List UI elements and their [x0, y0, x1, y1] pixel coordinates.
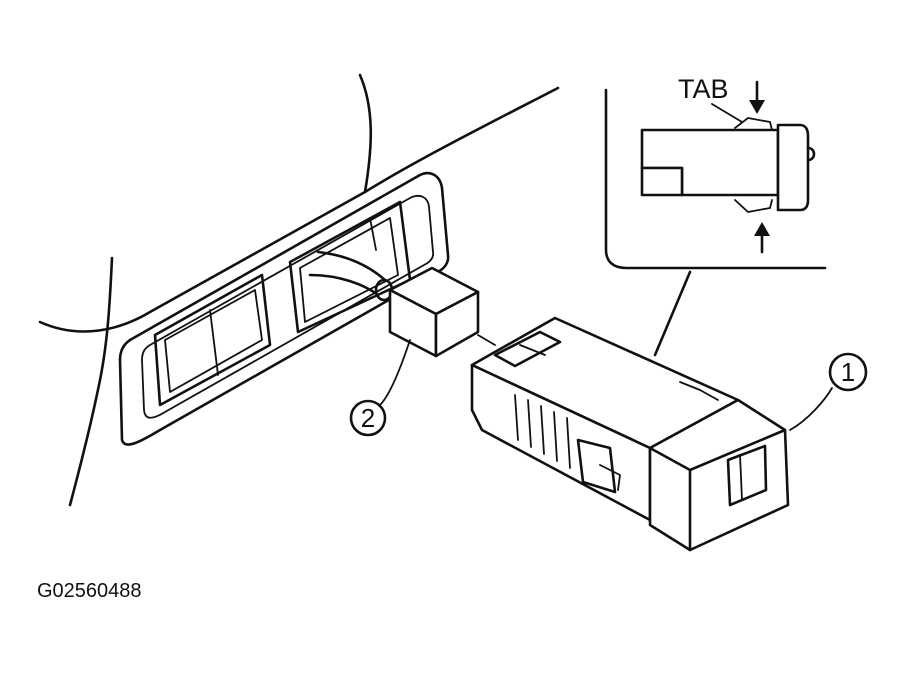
right-switch-inner	[299, 217, 399, 323]
electrical-connector	[388, 266, 496, 358]
switch-rear-socket	[493, 330, 562, 368]
tab-label: TAB	[678, 74, 729, 104]
dash-left-curve	[68, 256, 114, 507]
callout-2: 2	[349, 339, 411, 437]
callout-1-circle	[828, 352, 868, 392]
switch-bezel-top-edge	[688, 428, 787, 472]
harness-wire-upper	[316, 250, 387, 282]
switch-rib-3	[540, 405, 545, 455]
dash-top-edge	[363, 86, 560, 194]
switch-side-clip	[576, 438, 617, 494]
switch-socket-detail	[519, 344, 546, 356]
inset-pointer-line	[653, 270, 692, 357]
inset-bottom-tab	[734, 199, 773, 213]
connector-alignment-line	[477, 334, 496, 346]
opening-edge-detail	[369, 217, 377, 251]
callout-2-leader	[379, 339, 411, 406]
switch-rocker-button	[726, 444, 768, 507]
inset-switch-bezel	[776, 123, 810, 212]
switch-assembly	[470, 316, 790, 552]
callout-1-number: 1	[841, 357, 855, 387]
inset-frame	[604, 88, 827, 270]
callout-2-circle	[349, 399, 387, 437]
switch-face-bezel	[648, 398, 790, 552]
tab-label-leader	[711, 103, 743, 123]
switch-top-tab	[679, 381, 719, 401]
callout-1: 1	[789, 352, 868, 431]
switch-clip-detail	[599, 464, 621, 491]
inset-detail-view: TAB	[604, 74, 827, 357]
inset-top-tab	[734, 117, 773, 131]
dashboard-panel	[38, 73, 560, 507]
callout-1-leader	[789, 387, 833, 431]
switch-rib-5	[566, 417, 571, 469]
left-switch-opening	[153, 273, 272, 407]
inset-arrow-down-icon	[749, 80, 765, 114]
switch-rib-1	[514, 394, 519, 441]
switch-bezel-inner	[141, 194, 435, 419]
inset-switch-lower-block	[640, 166, 684, 197]
callout-2-number: 2	[361, 403, 375, 433]
switch-rocker-edge	[727, 454, 743, 501]
left-switch-divider	[209, 309, 219, 376]
connector-side-face	[434, 290, 480, 358]
dash-outer-curve	[38, 73, 373, 333]
switch-rib-2	[527, 399, 532, 448]
inset-arrow-up-icon	[754, 222, 770, 254]
figure-id: G02560488	[37, 580, 142, 602]
harness-wire-lower	[308, 273, 380, 297]
inset-rocker	[806, 146, 816, 162]
left-switch-inner	[164, 289, 263, 393]
switch-rib-4	[553, 411, 558, 462]
